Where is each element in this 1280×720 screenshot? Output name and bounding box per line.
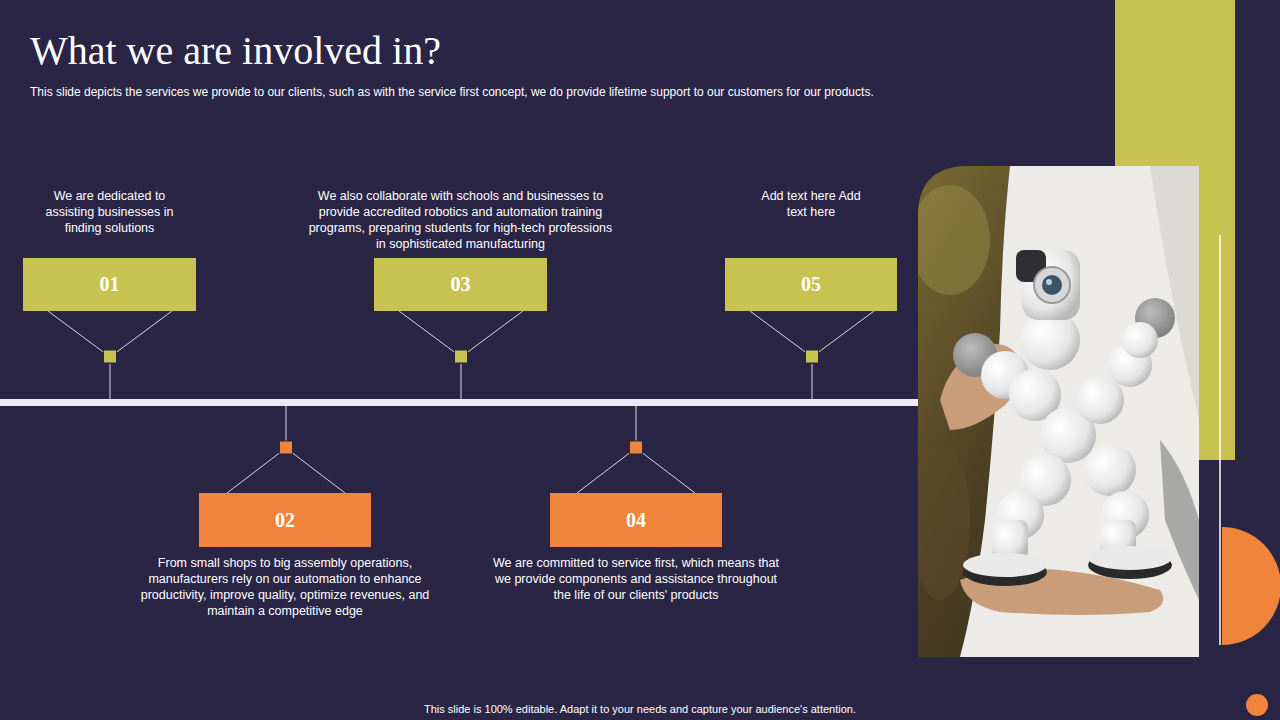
step-description: From small shops to big assembly operati… [137,555,433,619]
robot-photo [910,166,1199,657]
connector-squares [104,350,819,454]
numbered-step: 05Add text here Add text here [725,258,897,311]
accent-half-circle [1222,527,1280,645]
footer-note: This slide is 100% editable. Adapt it to… [0,702,1280,717]
numbered-step: 04We are committed to service first, whi… [550,493,722,547]
slide-subtitle: This slide depicts the services we provi… [30,85,930,100]
timeline-bar [0,399,918,406]
step-description: We are dedicated to assisting businesses… [37,188,182,236]
numbered-step: 02From small shops to big assembly opera… [199,493,371,547]
divider-line [1219,235,1221,645]
leader-lines [48,311,874,493]
accent-dot [1246,694,1268,716]
step-number: 03 [374,258,547,311]
step-description: We also collaborate with schools and bus… [304,188,618,252]
step-number: 01 [23,258,196,311]
step-description: Add text here Add text here [761,188,861,220]
step-number: 05 [725,258,897,311]
numbered-step: 03We also collaborate with schools and b… [374,258,547,311]
step-description: We are committed to service first, which… [492,555,780,603]
step-number: 02 [199,493,371,547]
slide-title: What we are involved in? [30,27,441,75]
numbered-step: 01We are dedicated to assisting business… [23,258,196,311]
step-number: 04 [550,493,722,547]
